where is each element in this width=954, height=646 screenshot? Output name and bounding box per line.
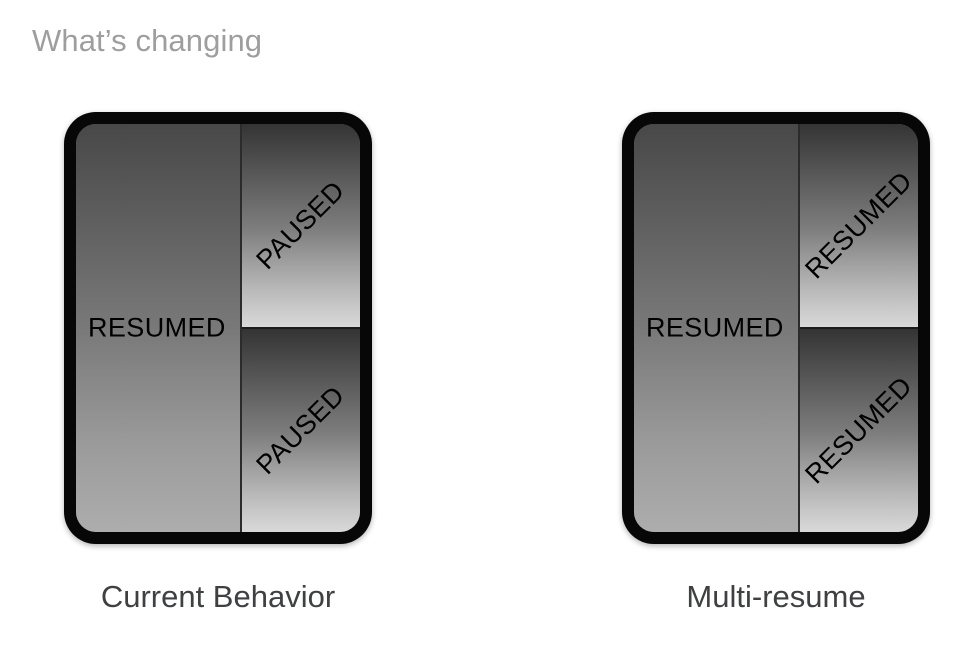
figure-current-behavior: RESUMED PAUSED PAUSED Current Behavior — [64, 112, 372, 614]
pane-primary-current-behavior: RESUMED — [76, 124, 243, 532]
pane-label-primary: RESUMED — [88, 312, 226, 343]
caption-multi-resume: Multi-resume — [686, 579, 866, 614]
pane-secondary-top-multi-resume: RESUMED — [800, 124, 918, 327]
pane-column-current-behavior: PAUSED PAUSED — [242, 124, 360, 532]
device-frame-multi-resume: RESUMED RESUMED RESUMED — [622, 112, 930, 544]
pane-secondary-bottom-current-behavior: PAUSED — [242, 327, 360, 532]
pane-label-secondary-top: RESUMED — [800, 165, 918, 285]
pane-secondary-bottom-multi-resume: RESUMED — [800, 327, 918, 532]
device-screen-multi-resume: RESUMED RESUMED RESUMED — [634, 124, 918, 532]
device-screen-current-behavior: RESUMED PAUSED PAUSED — [76, 124, 360, 532]
figure-multi-resume: RESUMED RESUMED RESUMED Multi-resume — [622, 112, 930, 614]
pane-label-secondary-bottom: PAUSED — [250, 380, 351, 481]
pane-label-secondary-bottom: RESUMED — [800, 370, 918, 490]
pane-label-secondary-top: PAUSED — [250, 175, 351, 276]
pane-column-multi-resume: RESUMED RESUMED — [800, 124, 918, 532]
pane-label-primary: RESUMED — [646, 312, 784, 343]
caption-current-behavior: Current Behavior — [100, 579, 336, 614]
pane-primary-multi-resume: RESUMED — [634, 124, 801, 532]
device-frame-current-behavior: RESUMED PAUSED PAUSED — [64, 112, 372, 544]
page-title: What’s changing — [32, 23, 263, 58]
pane-secondary-top-current-behavior: PAUSED — [242, 124, 360, 327]
